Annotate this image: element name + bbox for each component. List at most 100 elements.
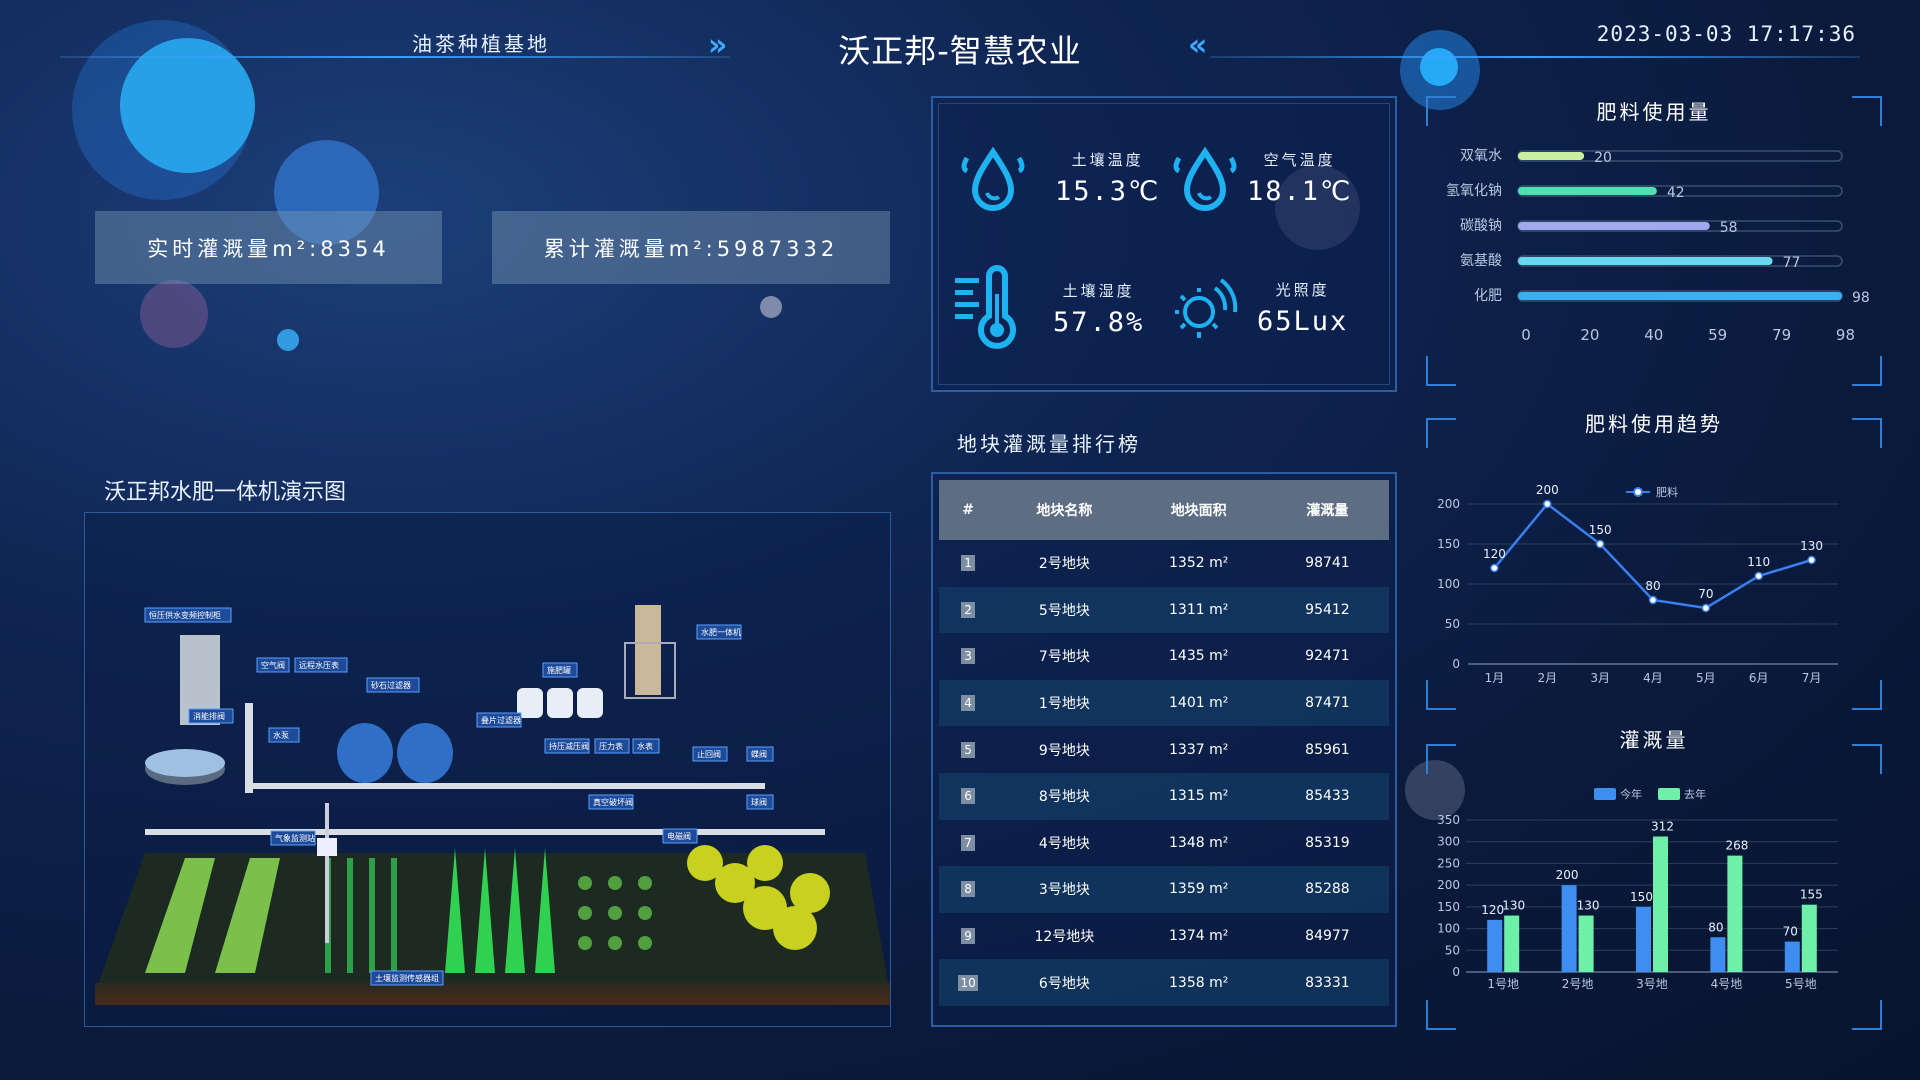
y-tick-label: 100 — [1437, 922, 1460, 936]
site-name: 油茶种植基地 — [412, 32, 550, 56]
bar — [1518, 152, 1585, 160]
bokeh-decoration — [760, 296, 782, 318]
y-tick-label: 100 — [1437, 577, 1460, 591]
rank-badge: 8 — [961, 881, 976, 898]
data-label: 200 — [1536, 483, 1559, 497]
x-tick-label: 59 — [1708, 326, 1727, 344]
rank-cell: 9 — [939, 913, 997, 960]
data-point — [1595, 539, 1605, 549]
rank-badge: 6 — [961, 788, 976, 805]
y-tick-label: 350 — [1437, 813, 1460, 827]
y-tick-label: 300 — [1437, 835, 1460, 849]
label-pressure-valve: 持压减压阀 — [549, 741, 589, 751]
bar — [1518, 222, 1710, 230]
bar — [1487, 919, 1503, 972]
label-drain-valve: 消能排阀 — [193, 711, 225, 721]
plot-area-cell: 1358 m² — [1169, 974, 1229, 991]
x-tick-label: 7月 — [1802, 671, 1822, 685]
plot-area-cell: 1348 m² — [1169, 834, 1229, 851]
datetime: 2023-03-03 17:17:36 — [1596, 22, 1856, 46]
data-label: 150 — [1589, 523, 1612, 537]
bar-value-label: 58 — [1720, 220, 1738, 236]
irrigation-amount-cell: 95412 — [1305, 601, 1350, 618]
y-tick-label: 50 — [1445, 617, 1460, 631]
x-tick-label: 4月 — [1643, 671, 1663, 685]
bar-value-label: 20 — [1594, 150, 1612, 166]
irrigation-amount-cell: 85319 — [1305, 834, 1350, 851]
x-tick-label: 5号地 — [1785, 977, 1817, 991]
plot-name-cell: 3号地块 — [1038, 882, 1090, 899]
bar — [1518, 292, 1842, 300]
plot-name-cell: 7号地块 — [1038, 649, 1090, 666]
data-label: 70 — [1698, 587, 1713, 601]
env-value: 57.8% — [1053, 307, 1145, 338]
irrigation-amount-cell: 85961 — [1305, 741, 1350, 758]
col-name: 地块名称 — [1036, 503, 1093, 519]
env-light: 光照度 65Lux — [1165, 268, 1348, 348]
x-tick-label: 1号地 — [1487, 977, 1519, 991]
legend-swatch — [1594, 788, 1616, 800]
col-area: 地块面积 — [1170, 503, 1227, 519]
y-tick-label: 200 — [1437, 878, 1460, 892]
label-solenoid-valve: 电磁阀 — [667, 831, 691, 841]
rank-badge: 3 — [961, 648, 976, 665]
env-value: 65Lux — [1257, 306, 1349, 337]
plot-area-cell: 1401 m² — [1169, 695, 1229, 712]
irrigation-amount-cell: 87471 — [1305, 695, 1350, 712]
cumulative-irrigation-stat: 累计灌溉量m²:5987332 — [492, 211, 890, 284]
irrigation-amount-cell: 84977 — [1305, 928, 1350, 945]
plot-area-cell: 1352 m² — [1169, 555, 1229, 572]
plot-name-cell: 1号地块 — [1038, 696, 1090, 713]
rank-cell: 6 — [939, 773, 997, 820]
label-ball-valve: 球阀 — [751, 797, 767, 807]
data-label: 130 — [1502, 899, 1525, 913]
irrigation-amount-cell: 98741 — [1305, 555, 1350, 572]
drops-icon — [1173, 146, 1237, 211]
fertilizer-trend-chart: 肥料0501001502001201月2002月1503月804月705月110… — [1437, 483, 1838, 685]
plot-name-cell: 12号地块 — [1034, 929, 1095, 946]
label-remote-meter: 远程水压表 — [299, 660, 339, 670]
plot-area-cell: 1374 m² — [1169, 928, 1229, 945]
label-sand-filter: 砂石过滤器 — [371, 680, 411, 690]
bar — [1518, 257, 1773, 265]
bar — [1578, 915, 1594, 972]
env-value: 15.3℃ — [1055, 176, 1161, 207]
fertilizer-usage-title: 肥料使用量 — [1596, 100, 1712, 124]
label-pressure-meter: 压力表 — [599, 741, 623, 751]
x-tick-label: 4号地 — [1711, 977, 1743, 991]
rank-cell: 2 — [939, 587, 997, 634]
table-row: 9 12号地块 1374 m² 84977 — [939, 913, 1389, 960]
data-label: 200 — [1556, 868, 1579, 882]
rank-cell: 10 — [939, 959, 997, 1006]
data-point — [1543, 499, 1552, 509]
env-label: 空气温度 — [1263, 151, 1336, 169]
thermometer-icon — [955, 265, 1016, 349]
x-tick-label: 0 — [1521, 326, 1531, 344]
plot-area-cell: 1435 m² — [1169, 648, 1229, 665]
ranking-title: 地块灌溉量排行榜 — [957, 432, 1141, 456]
label-vacuum-valve: 真空破坏阀 — [593, 797, 633, 807]
irrigation-title: 灌溉量 — [1619, 728, 1689, 752]
label-butterfly-valve: 蝶阀 — [751, 749, 767, 759]
rank-cell: 7 — [939, 820, 997, 867]
bar — [1801, 904, 1817, 972]
y-tick-label: 0 — [1452, 965, 1460, 979]
legend-swatch — [1658, 788, 1680, 800]
data-label: 130 — [1577, 899, 1600, 913]
irrigation-amount-cell: 83331 — [1305, 974, 1350, 991]
label-fert-tank: 施肥罐 — [547, 665, 571, 675]
x-tick-label: 3月 — [1590, 671, 1610, 685]
data-point — [1807, 555, 1816, 565]
col-rank: # — [962, 502, 974, 518]
header-line-left — [60, 56, 730, 58]
bar — [1636, 906, 1651, 972]
bar — [1561, 885, 1577, 972]
realtime-irrigation-stat: 实时灌溉量m²:8354 — [95, 211, 442, 284]
rank-badge: 5 — [961, 741, 976, 758]
rank-badge: 10 — [958, 974, 979, 991]
